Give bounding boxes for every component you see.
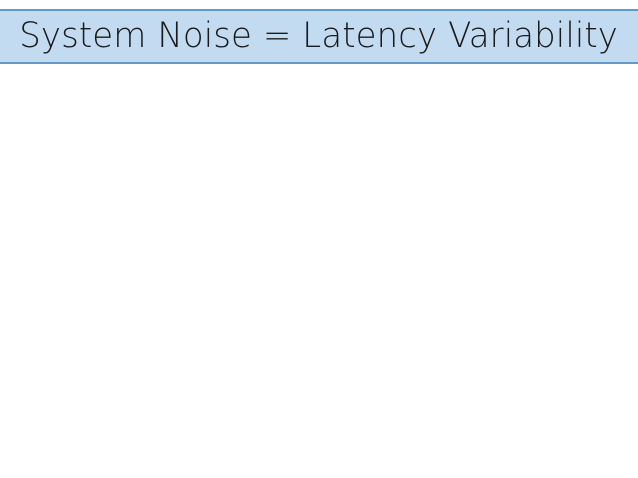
slide-title-banner: System Noise = Latency Variability — [0, 9, 638, 64]
slide-title: System Noise = Latency Variability — [19, 16, 619, 56]
slide-content-placeholder — [40, 80, 598, 460]
slide-body — [0, 64, 638, 478]
